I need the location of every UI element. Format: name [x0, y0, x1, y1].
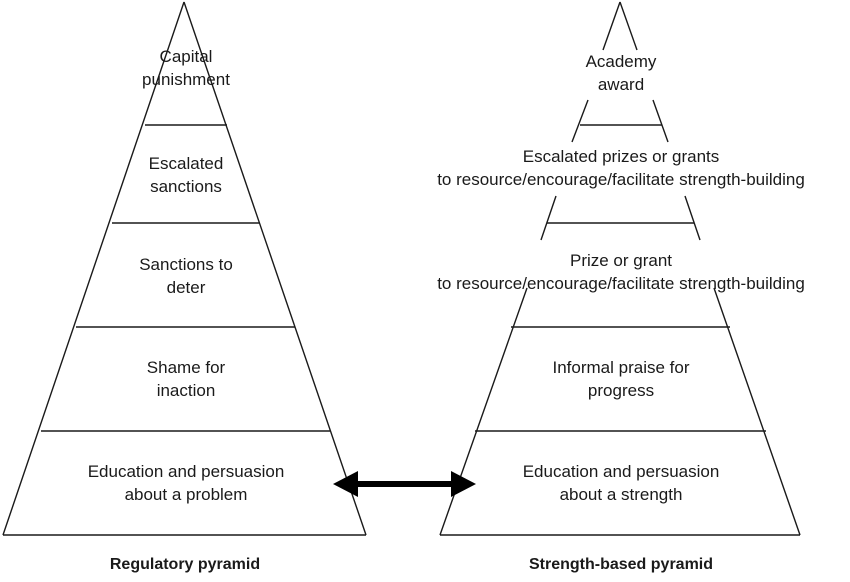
strength-right-mid-edge-1: [652, 99, 669, 143]
regulatory-pyramid-shape: [2, 1, 367, 536]
strength-level-3-line2: to resource/encourage/facilitate strengt…: [437, 274, 805, 293]
strength-level-3-line1: Prize or grant: [569, 251, 673, 270]
strength-left-mid-edge-2: [540, 195, 557, 241]
regulatory-level-2-line1: Escalated: [148, 154, 224, 173]
strength-level-5-line2: about a strength: [559, 485, 683, 504]
regulatory-pyramid-title: Regulatory pyramid: [109, 556, 261, 573]
strength-level-4-line2: progress: [587, 381, 655, 400]
strength-level-1-label: Academy award: [586, 50, 657, 96]
regulatory-level-5-label: Education and persuasion about a problem: [88, 460, 285, 506]
strength-left-top-edge: [602, 1, 621, 51]
strength-pyramid-title: Strength-based pyramid: [528, 556, 714, 573]
strength-right-top-edge: [619, 1, 638, 51]
strength-level-2-line2: to resource/encourage/facilitate strengt…: [437, 170, 805, 189]
regulatory-level-4-line1: Shame for: [146, 358, 226, 377]
double-headed-arrow: [333, 471, 476, 497]
regulatory-level-1-label: Capital punishment: [142, 45, 230, 91]
arrow-head-left: [333, 471, 358, 497]
strength-level-1-line1: Academy: [585, 52, 657, 71]
arrow-head-right: [451, 471, 476, 497]
regulatory-level-2-label: Escalated sanctions: [149, 152, 224, 198]
strength-level-3-label: Prize or grant to resource/encourage/fac…: [437, 249, 805, 295]
regulatory-level-1-line2: punishment: [142, 70, 230, 89]
strength-left-lower-edge: [439, 287, 528, 536]
strength-left-mid-edge-1: [571, 99, 589, 143]
regulatory-left-edge: [2, 1, 185, 536]
regulatory-level-3-line2: deter: [166, 278, 206, 297]
regulatory-right-edge: [183, 1, 367, 536]
regulatory-level-1-line1: Capital: [159, 47, 213, 66]
strength-right-mid-edge-2: [684, 195, 701, 241]
strength-level-4-label: Informal praise for progress: [553, 356, 690, 402]
regulatory-level-2-line2: sanctions: [150, 177, 222, 196]
regulatory-level-4-label: Shame for inaction: [147, 356, 225, 402]
regulatory-level-4-line2: inaction: [156, 381, 216, 400]
strength-level-5-label: Education and persuasion about a strengt…: [523, 460, 720, 506]
strength-level-1-line2: award: [597, 75, 645, 94]
strength-level-4-line1: Informal praise for: [552, 358, 690, 377]
strength-level-5-line1: Education and persuasion: [522, 462, 720, 481]
regulatory-level-3-label: Sanctions to deter: [139, 253, 233, 299]
regulatory-level-3-line1: Sanctions to: [139, 255, 233, 274]
regulatory-level-5-line2: about a problem: [124, 485, 248, 504]
regulatory-level-5-line1: Education and persuasion: [87, 462, 285, 481]
strength-level-2-line1: Escalated prizes or grants: [522, 147, 720, 166]
strength-level-2-label: Escalated prizes or grants to resource/e…: [437, 145, 805, 191]
strength-right-lower-edge: [713, 287, 801, 536]
